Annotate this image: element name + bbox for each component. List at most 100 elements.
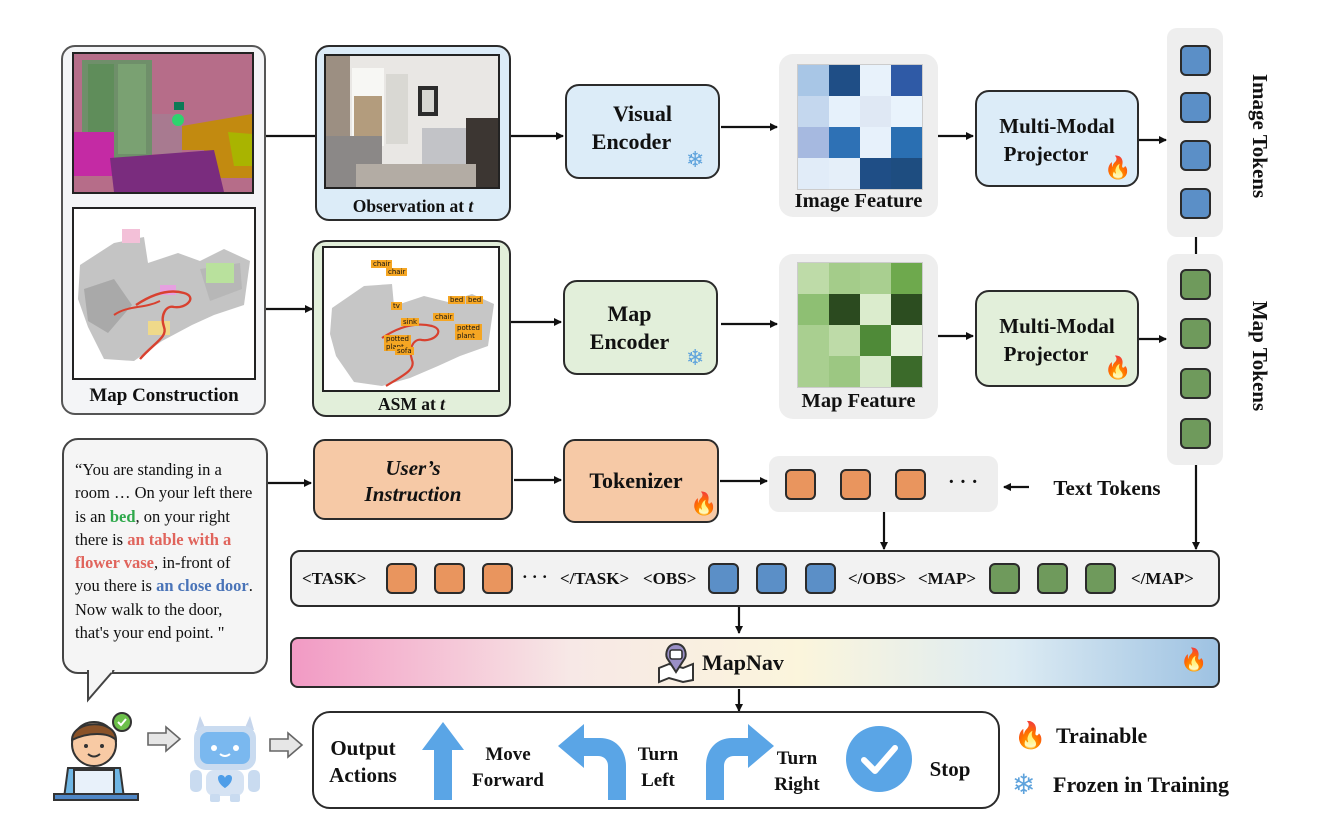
asm-tag: sofa — [395, 347, 414, 355]
feature-cell — [798, 127, 829, 158]
map-robot-icon — [658, 642, 694, 684]
feature-cell — [829, 294, 860, 325]
task-close-tag: </TASK> — [560, 569, 630, 588]
image-token — [1180, 140, 1211, 171]
instruction-speech-bubble: “You are standing in a room … On your le… — [62, 438, 268, 674]
instruction-text: . Now walk to the door, that's your end … — [75, 576, 253, 643]
legend-trainable: Trainable — [1056, 723, 1148, 748]
fire-icon: 🔥 — [1014, 721, 1047, 751]
asm-tag: tv — [391, 302, 402, 310]
map-token — [1180, 269, 1211, 300]
sequence-text-token — [386, 563, 417, 594]
move-forward-icon — [422, 722, 464, 800]
tokenizer-box — [563, 439, 719, 523]
asm-tag: chair — [371, 260, 393, 268]
feature-cell — [798, 96, 829, 127]
sequence-image-token — [805, 563, 836, 594]
tokenizer-label: Tokenizer — [589, 468, 683, 493]
segmentation-image — [72, 52, 254, 194]
map-token — [1180, 318, 1211, 349]
text-token — [895, 469, 926, 500]
visual-encoder-box — [565, 84, 720, 179]
feature-cell — [798, 263, 829, 294]
map-projector-box — [975, 290, 1139, 387]
sequence-map-token — [1037, 563, 1068, 594]
turn-left-icon — [558, 724, 626, 800]
feature-cell — [829, 325, 860, 356]
feature-cell — [891, 325, 922, 356]
mapnav-bar — [290, 637, 1220, 688]
feature-cell — [829, 96, 860, 127]
sequence-map-token — [989, 563, 1020, 594]
image-token — [1180, 92, 1211, 123]
feature-cell — [860, 127, 891, 158]
map-open-tag: <MAP> — [918, 569, 977, 588]
feature-cell — [798, 356, 829, 387]
user-instruction-label: User’s Instruction — [364, 456, 462, 506]
feature-cell — [891, 158, 922, 189]
snowflake-icon: ❄ — [686, 346, 705, 371]
instruction-highlight-table: an table with a flower vase — [75, 529, 232, 573]
map-encoder-box — [563, 280, 718, 375]
asm-label: ASM at t — [377, 394, 446, 414]
user-laptop-icon — [53, 712, 139, 801]
feature-cell — [798, 158, 829, 189]
feature-cell — [891, 294, 922, 325]
instruction-highlight-door: an close door — [156, 576, 249, 596]
feature-cell — [891, 96, 922, 127]
instruction-highlight-bed: bed — [109, 506, 136, 526]
text-token — [785, 469, 816, 500]
map-feature-label: Map Feature — [801, 390, 916, 412]
feature-cell — [891, 263, 922, 294]
legend-frozen: Frozen in Training — [1053, 772, 1230, 797]
image-feature-grid — [797, 64, 923, 190]
image-token — [1180, 45, 1211, 76]
observation-image — [324, 54, 500, 189]
observation-label: Observation at t — [352, 196, 474, 216]
feature-cell — [829, 127, 860, 158]
map-feature-grid — [797, 262, 923, 388]
feature-cell — [798, 65, 829, 96]
map-construction-label: Map Construction — [89, 385, 239, 406]
feature-cell — [860, 158, 891, 189]
task-open-tag: <TASK> — [302, 569, 367, 588]
text-tokens-label: Text Tokens — [1053, 476, 1161, 500]
feature-cell — [860, 263, 891, 294]
map-token — [1180, 418, 1211, 449]
feature-cell — [829, 65, 860, 96]
feature-cell — [829, 263, 860, 294]
instruction-text: , in-front of you there is — [75, 553, 231, 596]
sequence-image-token — [756, 563, 787, 594]
feature-cell — [891, 127, 922, 158]
robot-icon — [190, 716, 260, 802]
text-token — [840, 469, 871, 500]
feature-cell — [860, 325, 891, 356]
asm-tag: bed — [448, 296, 466, 304]
image-tokens-label: Image Tokens — [1248, 73, 1272, 199]
map-projector-label: Multi-Modal Projector — [999, 314, 1115, 366]
image-feature-label: Image Feature — [794, 190, 923, 212]
sequence-text-token — [434, 563, 465, 594]
asm-tag: sink — [401, 318, 420, 326]
image-projector-box — [975, 90, 1139, 187]
fire-icon: 🔥 — [1104, 356, 1132, 381]
map-tokens-label: Map Tokens — [1248, 300, 1272, 412]
feature-cell — [829, 158, 860, 189]
obs-open-tag: <OBS> — [643, 569, 697, 588]
instruction-text: “You are standing in a room … On your le… — [75, 460, 253, 526]
feature-cell — [860, 65, 891, 96]
asm-tag: chair — [386, 268, 408, 276]
sequence-text-token — [482, 563, 513, 594]
fire-icon: 🔥 — [690, 492, 718, 517]
obs-close-tag: </OBS> — [848, 569, 907, 588]
map-close-tag: </MAP> — [1131, 569, 1194, 588]
feature-cell — [891, 356, 922, 387]
feature-cell — [860, 96, 891, 127]
asm-tag: bed — [466, 296, 484, 304]
map-encoder-label: Map Encoder — [589, 301, 670, 354]
stop-label: Stop — [929, 757, 971, 781]
mapnav-label: MapNav — [702, 650, 784, 675]
snowflake-icon: ❄ — [686, 148, 705, 173]
move-forward-label: Move Forward — [472, 744, 544, 791]
